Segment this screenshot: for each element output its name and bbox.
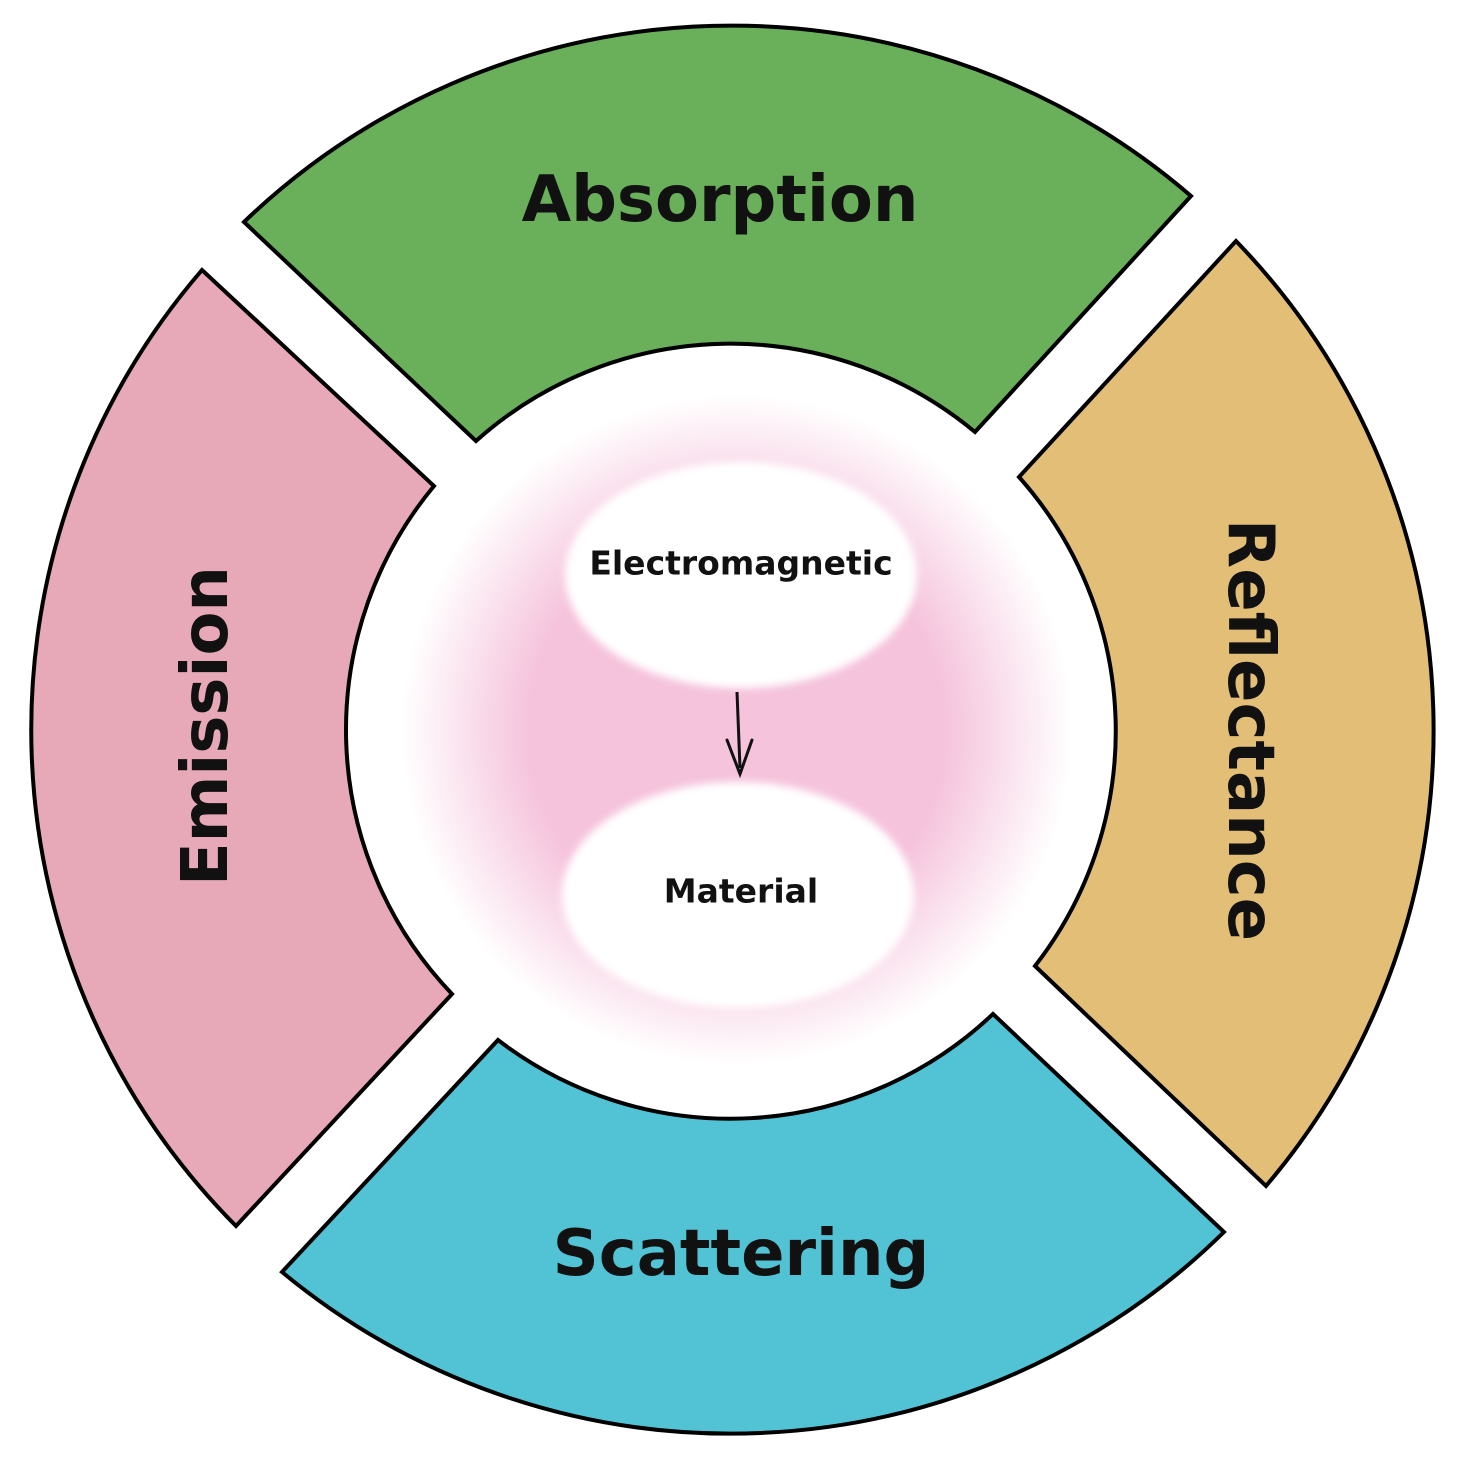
arrow-connector	[725, 691, 754, 779]
reflectance-segment	[1016, 238, 1436, 1189]
material-label: Material	[664, 872, 818, 911]
arrow-shaft	[735, 691, 742, 769]
absorption-label: Absorption	[522, 163, 919, 237]
emission-label: Emission	[169, 566, 243, 886]
reflectance-label: Reflectance	[1213, 519, 1287, 941]
material-node: Material	[562, 782, 914, 1008]
electromagnetic-ellipse	[565, 462, 917, 688]
scattering-segment	[279, 1011, 1227, 1436]
electromagnetic-label: Electromagnetic	[589, 544, 892, 583]
emission-segment	[29, 267, 455, 1229]
scattering-label: Scattering	[553, 1217, 930, 1291]
arrowhead-icon	[725, 738, 754, 779]
material-ellipse	[562, 782, 914, 1008]
absorption-segment	[241, 23, 1194, 444]
electromagnetic-node: Electromagnetic	[565, 462, 917, 688]
